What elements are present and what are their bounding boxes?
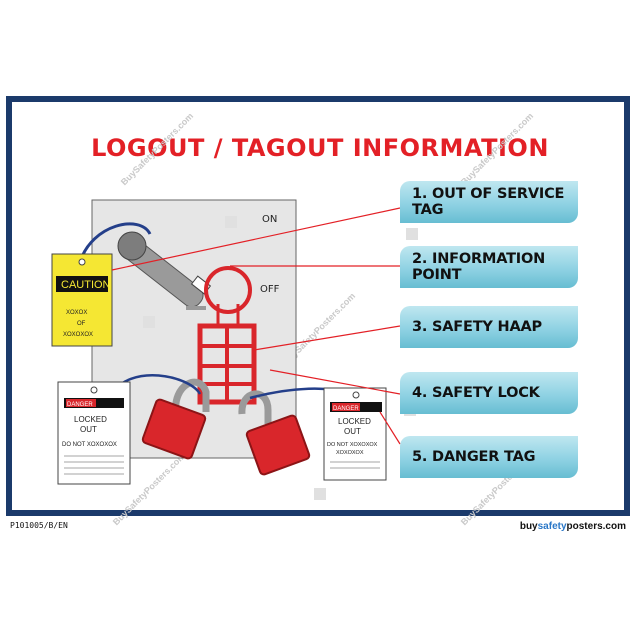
label-information-point: 2. INFORMATION POINT	[400, 246, 578, 288]
switch-lever	[117, 231, 212, 308]
danger-tag-line: DO NOT XOXOXOX	[327, 442, 378, 448]
danger-tag-line: LOCKED	[74, 415, 107, 424]
danger-tag-header: DANGER	[67, 402, 93, 408]
product-code: P101005/B/EN	[10, 521, 68, 530]
label-safety-lock: 4. SAFETY LOCK	[400, 372, 578, 414]
label-out-of-service-tag: 1. OUT OF SERVICE TAG	[400, 181, 578, 223]
tag-wire	[78, 222, 152, 263]
caution-tag: CAUTION XOXOX OF XOXOXOX	[51, 253, 113, 347]
danger-tag-line: XOXOXOX	[336, 450, 364, 456]
switch-off-label: OFF	[260, 284, 280, 295]
danger-tag-line: LOCKED	[338, 417, 371, 426]
website-link[interactable]: buysafetyposters.com	[520, 521, 626, 532]
caution-tag-header: CAUTION	[61, 279, 111, 291]
danger-tag-line: OUT	[80, 425, 97, 434]
site-accent: safety	[537, 521, 567, 532]
poster: LOGOUT / TAGOUT INFORMATION BuySafetyPos…	[0, 94, 640, 546]
danger-tag-left: DANGER LOCKED OUT DO NOT XOXOXOX	[57, 381, 131, 485]
site-prefix: buy	[519, 521, 538, 532]
label-safety-haap: 3. SAFETY HAAP	[400, 306, 578, 348]
safety-lock-right	[238, 390, 311, 476]
danger-tag-header: DANGER	[333, 406, 359, 412]
switch-on-label: ON	[262, 214, 277, 225]
danger-tag-right: DANGER LOCKED OUT DO NOT XOXOXOX XOXOXOX	[323, 387, 387, 481]
callout-lines	[111, 207, 401, 445]
safety-hasp	[186, 266, 257, 405]
caution-tag-line: XOXOXOX	[63, 332, 93, 338]
danger-tag-line: DO NOT XOXOXOX	[62, 442, 117, 448]
caution-tag-line: OF	[77, 321, 86, 327]
danger-tag-line: OUT	[344, 427, 361, 436]
site-suffix: posters.com	[566, 521, 626, 532]
label-danger-tag: 5. DANGER TAG	[400, 436, 578, 478]
caution-tag-line: XOXOX	[66, 310, 87, 316]
poster-title: LOGOUT / TAGOUT INFORMATION	[91, 134, 549, 162]
lockout-illustration: ON OFF	[51, 199, 418, 500]
poster-frame	[6, 96, 630, 516]
